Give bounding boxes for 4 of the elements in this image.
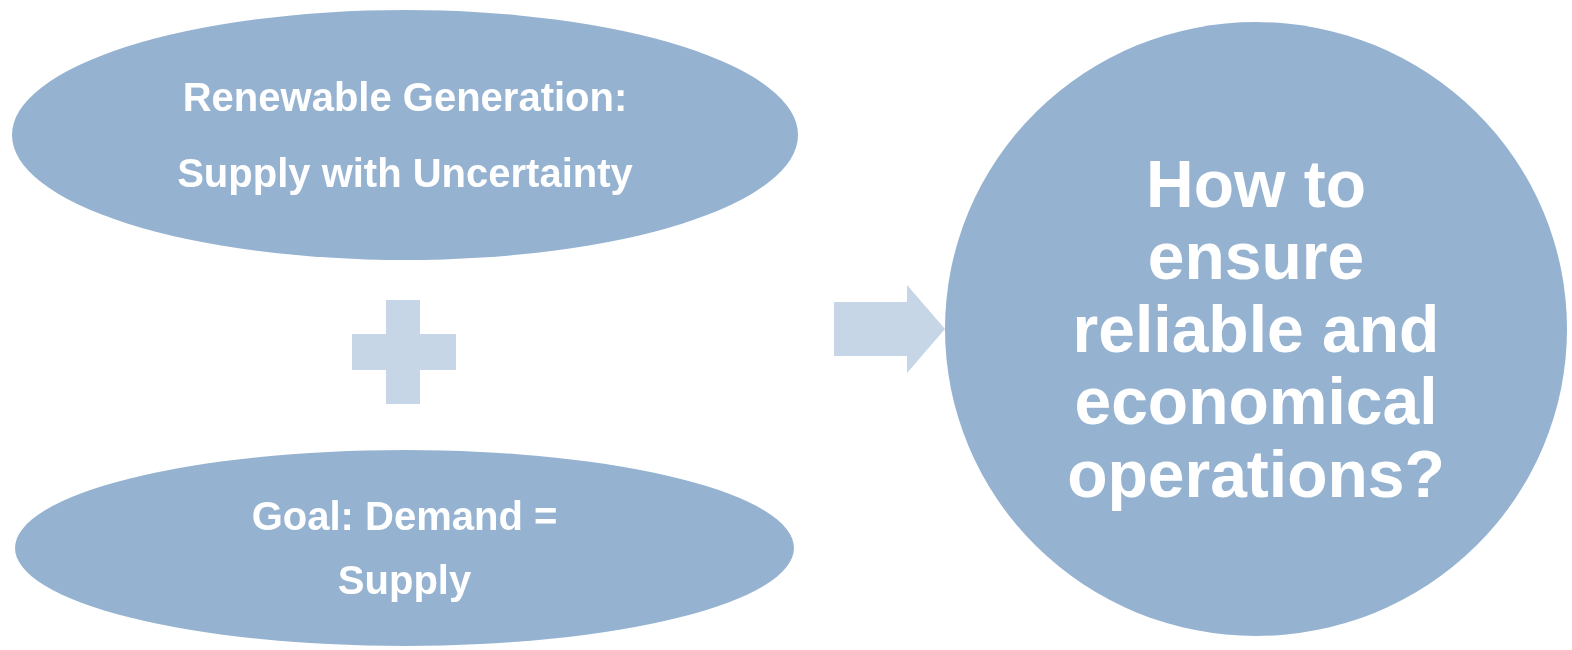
topic-text: Goal: Demand = Supply [250,493,559,604]
question-text: How to ensure reliable and economical operations? [1066,147,1446,511]
block-arrow [834,285,945,373]
topic-text: Renewable Generation: Supply with Uncertainty [176,74,634,197]
